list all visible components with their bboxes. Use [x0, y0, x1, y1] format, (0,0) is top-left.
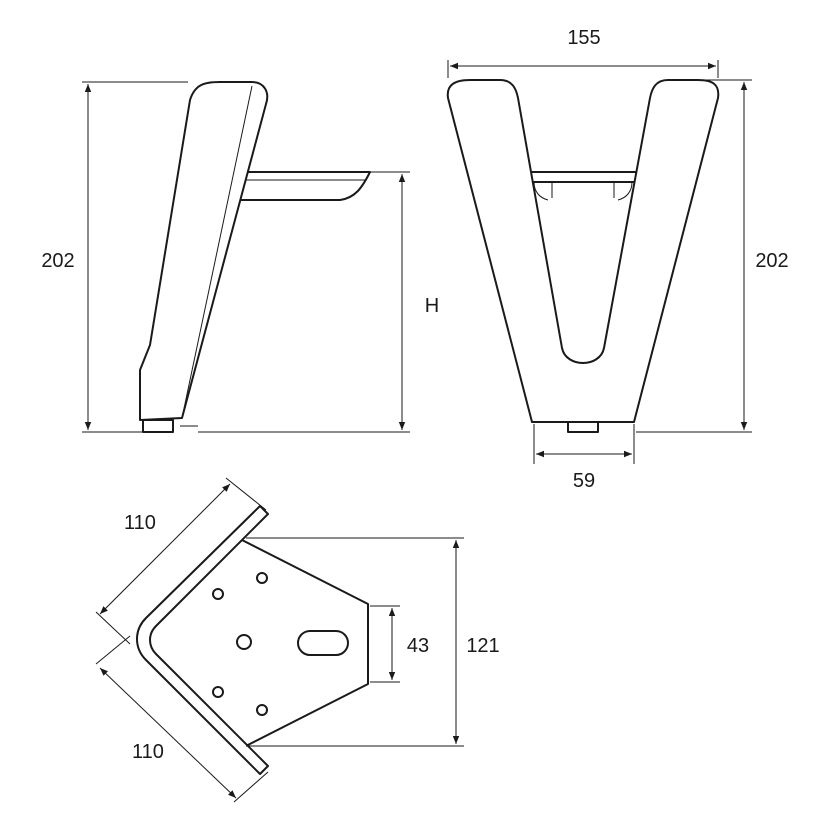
side-view-leg-body — [139, 81, 269, 421]
top-view: 110 110 121 43 — [95, 477, 500, 803]
slot-spacing-dimension-label: 43 — [407, 635, 429, 657]
plate-depth-dimension-label: 121 — [466, 635, 499, 657]
front-view-v-leg — [446, 79, 720, 423]
front-view: 155 202 59 — [446, 27, 789, 492]
screw-hole — [256, 704, 268, 716]
screw-hole — [212, 588, 224, 600]
adjustment-slot — [297, 630, 349, 656]
side-view-mount-plate — [239, 171, 371, 201]
front-view-foot-glide — [567, 421, 599, 433]
side-b-dimension-label: 110 — [132, 741, 164, 763]
variable-height-label: H — [425, 295, 439, 317]
center-hole — [236, 634, 252, 650]
front-view-mount-plate — [529, 171, 637, 183]
side-height-dimension-label: 202 — [41, 250, 74, 272]
side-view-foot-glide — [142, 419, 174, 433]
front-width-dimension-label: 155 — [567, 27, 600, 49]
foot-width-dimension-label: 59 — [573, 470, 595, 492]
screw-hole — [256, 572, 268, 584]
top-view-corner-rail — [136, 505, 269, 775]
front-height-dimension-label: 202 — [755, 250, 788, 272]
side-view: 202 H — [41, 81, 439, 433]
side-a-dimension-label: 110 — [124, 512, 156, 534]
screw-hole — [212, 686, 224, 698]
